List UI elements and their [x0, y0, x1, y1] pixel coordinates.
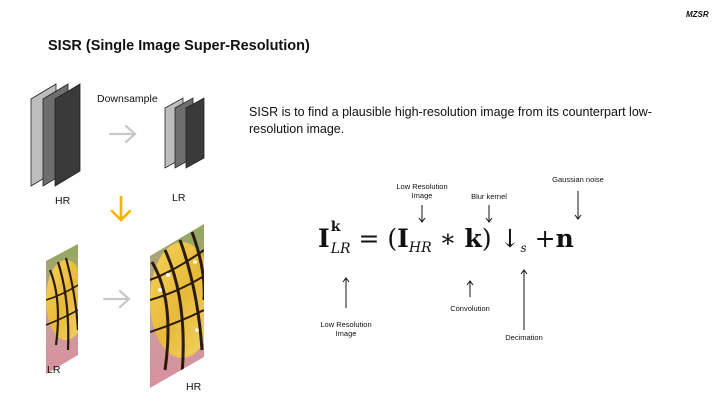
lr-label-top: LR	[172, 192, 186, 204]
annotation-lr-image-bottom: Low Resolution Image	[320, 320, 372, 338]
downsample-arrow-icon	[108, 124, 137, 144]
lr-image-stack	[164, 97, 205, 169]
hr-image-stack	[30, 83, 81, 187]
annotation-decimation: Decimation	[505, 333, 543, 342]
lr-butterfly-image	[46, 244, 78, 374]
downsample-label: Downsample	[97, 93, 158, 105]
arrow-lr-image-top	[418, 205, 426, 223]
arrow-decimation	[520, 269, 528, 330]
annotation-lr-image-top: Low Resolution Image	[396, 182, 448, 200]
annotation-gaussian-noise: Gaussian noise	[552, 175, 604, 184]
annotation-blur-kernel: Blur kernel	[471, 192, 507, 201]
yellow-down-arrow-icon	[110, 195, 132, 222]
description-text: SISR is to find a plausible high-resolut…	[249, 105, 652, 136]
arrow-convolution	[466, 280, 474, 297]
hr-butterfly-image	[150, 224, 204, 388]
hr-label-bottom: HR	[186, 381, 202, 393]
upscale-arrow-icon	[102, 289, 131, 309]
slide-title: SISR (Single Image Super-Resolution)	[48, 38, 310, 54]
annotation-convolution: Convolution	[450, 304, 490, 313]
arrow-blur-kernel	[485, 205, 493, 223]
lr-label-bottom: LR	[47, 364, 61, 376]
arrow-gaussian-noise	[574, 191, 582, 220]
hr-label-top: HR	[55, 195, 71, 207]
corner-tag: MZSR	[686, 10, 709, 19]
arrow-lr-image-bottom	[342, 277, 350, 308]
